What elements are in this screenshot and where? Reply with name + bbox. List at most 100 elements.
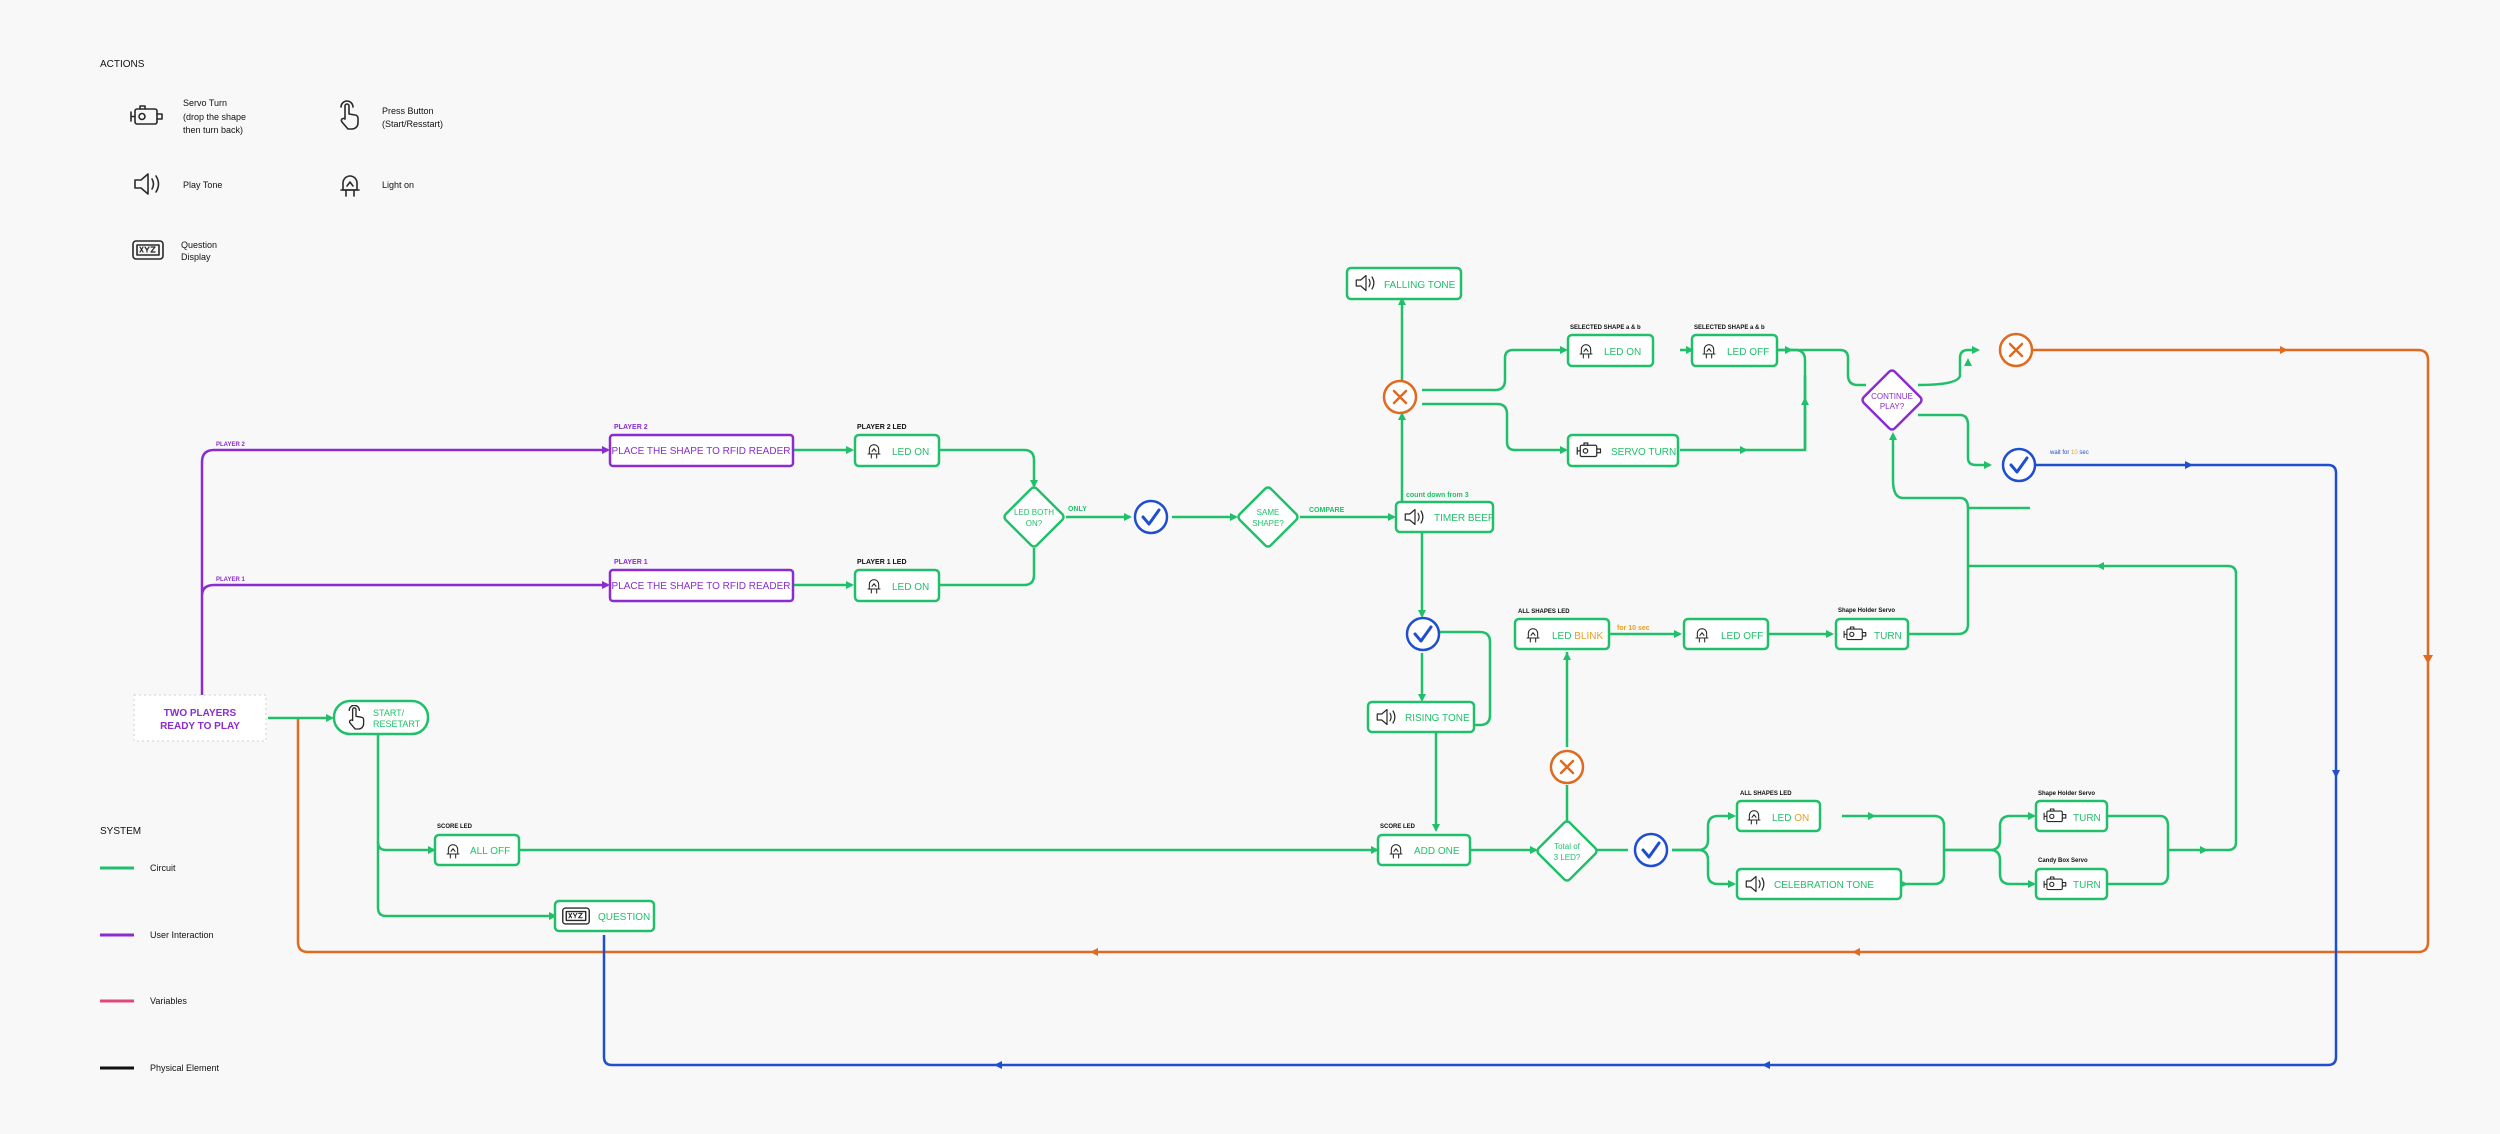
rfid-player-1-node: PLAYER 1 PLACE THE SHAPE TO RFID READER <box>608 559 795 603</box>
led-on-text: LED ON <box>1772 813 1809 824</box>
display-legend-text: Display <box>181 252 211 262</box>
shape-holder-label: Shape Holder Servo <box>1838 608 1895 614</box>
physical-legend-text: Physical Element <box>150 1063 220 1073</box>
hand-icon <box>340 100 359 130</box>
check-icon <box>2001 447 2037 483</box>
score-led-2-label: SCORE LED <box>1380 824 1416 830</box>
check-icon <box>1633 832 1669 868</box>
start-text: RESETART <box>373 719 421 729</box>
p2-led-text: LED ON <box>892 447 929 458</box>
question-text: QUESTION <box>598 912 650 923</box>
all-shapes-label: ALL SHAPES LED <box>1518 609 1570 615</box>
player-paths <box>200 448 608 696</box>
total-text: Total of <box>1554 842 1581 851</box>
falling-tone-text: FALLING TONE <box>1384 280 1456 291</box>
two-players-text: TWO PLAYERS <box>164 708 237 719</box>
tone-legend-text: Play Tone <box>183 180 222 190</box>
led-off-text: LED OFF <box>1721 631 1763 642</box>
two-players-text: READY TO PLAY <box>160 721 240 732</box>
score-led-all-off-node: SCORE LED ALL OFF <box>433 824 521 867</box>
timer-beep-node: count down from 3 TIMER BEEP <box>1394 492 1495 534</box>
speaker-icon <box>134 173 160 195</box>
same-shape-text: SAME <box>1257 508 1280 517</box>
servo-icon <box>130 105 163 125</box>
servo-turn-text: SERVO TURN <box>1611 447 1676 458</box>
wait-label: wait for 10 sec <box>2049 450 2089 456</box>
variables-legend-text: Variables <box>150 996 187 1006</box>
user-interaction-legend-text: User Interaction <box>150 930 214 940</box>
shape-holder-turn-node: Shape Holder Servo TURN <box>1834 608 1910 651</box>
shape-holder-turn-2-node: Shape Holder Servo TURN <box>2034 791 2109 833</box>
check-icon <box>1405 616 1441 652</box>
servo-legend-text: then turn back) <box>183 125 243 135</box>
all-shapes-2-label: ALL SHAPES LED <box>1740 791 1792 797</box>
continue-text: CONTINUE <box>1871 392 1913 401</box>
rfid-1-text: PLACE THE SHAPE TO RFID READER <box>612 581 791 592</box>
question-display-node: QUESTION <box>553 899 656 933</box>
all-shapes-led-on-node: ALL SHAPES LED LED ON <box>1735 791 1822 833</box>
circuit-legend-text: Circuit <box>150 863 176 873</box>
selected-led-on-node: SELECTED SHAPE a & b LED ON <box>1566 325 1655 368</box>
p1-led-label: PLAYER 1 LED <box>857 559 907 566</box>
rfid-2-label: PLAYER 2 <box>614 424 648 431</box>
circuit-paths <box>268 302 2238 918</box>
light-legend-text: Light on <box>382 180 414 190</box>
bulb-icon <box>340 175 360 197</box>
display-legend-text: Question <box>181 240 217 250</box>
all-off-text: ALL OFF <box>470 846 510 857</box>
led-both-text: ON? <box>1026 519 1043 528</box>
legend-actions: ACTIONS Servo Turn (drop the shape then … <box>100 59 443 262</box>
button-legend-text: (Start/Resstart) <box>382 119 443 129</box>
p1-led-text: LED ON <box>892 582 929 593</box>
sel-off-label: SELECTED SHAPE a & b <box>1694 325 1765 331</box>
candy-box-label: Candy Box Servo <box>2038 858 2088 864</box>
sel-off-text: LED OFF <box>1727 347 1769 358</box>
fail-icon <box>1998 332 2034 368</box>
score-led-label: SCORE LED <box>437 824 473 830</box>
celebration-text: CELEBRATION TONE <box>1774 880 1874 891</box>
same-shape-decision: SAME SHAPE? <box>1237 486 1299 548</box>
continue-text: PLAY? <box>1880 402 1905 411</box>
shape-holder-2-label: Shape Holder Servo <box>2038 791 2095 797</box>
selected-led-off-node: SELECTED SHAPE a & b LED OFF <box>1690 325 1779 368</box>
countdown-label: count down from 3 <box>1406 492 1469 499</box>
player-2-path-label: PLAYER 2 <box>216 442 245 448</box>
circuit-arrows <box>326 297 2208 920</box>
fail-icon <box>1382 379 1418 415</box>
turn-text: TURN <box>1874 631 1902 642</box>
turn-text: TURN <box>2073 880 2101 891</box>
celebration-tone-node: CELEBRATION TONE <box>1735 867 1903 901</box>
player-2-led-node: PLAYER 2 LED LED ON <box>853 424 941 468</box>
system-title: SYSTEM <box>100 826 141 837</box>
servo-legend-text: Servo Turn <box>183 98 227 108</box>
led-both-decision: LED BOTH ON? <box>1003 486 1065 548</box>
fail-return-path <box>296 348 2430 954</box>
continue-play-decision: CONTINUE PLAY? <box>1861 369 1923 431</box>
rising-tone-node: RISING TONE <box>1366 700 1476 734</box>
score-led-add-one-node: SCORE LED ADD ONE <box>1376 824 1472 867</box>
falling-tone-node: FALLING TONE <box>1345 266 1463 301</box>
continue-path <box>602 463 2338 1067</box>
button-legend-text: Press Button <box>382 106 434 116</box>
player-1-led-node: PLAYER 1 LED LED ON <box>853 559 941 603</box>
fail-icon <box>1549 749 1585 785</box>
display-icon <box>132 240 164 260</box>
player-1-path-label: PLAYER 1 <box>216 577 245 583</box>
sel-on-label: SELECTED SHAPE a & b <box>1570 325 1641 331</box>
only-label: ONLY <box>1068 506 1087 513</box>
legend-system: SYSTEM Circuit User Interaction Variable… <box>100 826 220 1073</box>
for-10-label: for 10 sec <box>1617 625 1650 632</box>
two-players-node: TWO PLAYERS READY TO PLAY <box>133 694 267 742</box>
same-shape-text: SHAPE? <box>1252 519 1284 528</box>
turn-text: TURN <box>2073 813 2101 824</box>
led-both-text: LED BOTH <box>1014 508 1054 517</box>
led-off-node: LED OFF <box>1682 617 1770 651</box>
rfid-player-2-node: PLAYER 2 PLACE THE SHAPE TO RFID READER <box>608 424 795 468</box>
total-text: 3 LED? <box>1554 853 1581 862</box>
rfid-1-label: PLAYER 1 <box>614 559 648 566</box>
start-restart-button[interactable]: START/ RESETART <box>332 699 430 736</box>
candy-box-turn-node: Candy Box Servo TURN <box>2034 858 2109 901</box>
total-3-led-decision: Total of 3 LED? <box>1536 820 1598 882</box>
